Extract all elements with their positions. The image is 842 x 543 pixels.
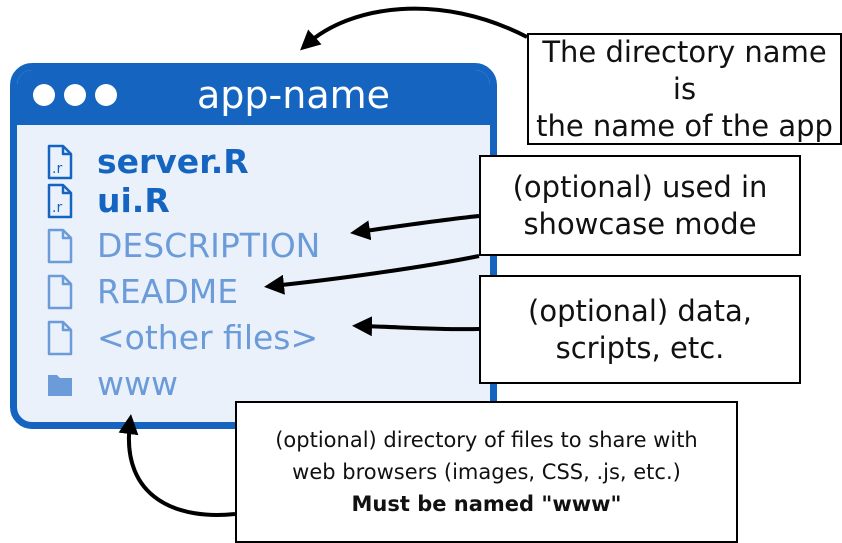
arrow-to-readme (264, 254, 480, 295)
arrow-to-other-files (352, 316, 480, 337)
file-row-description: DESCRIPTION (47, 224, 320, 268)
r-file-icon: .r (47, 144, 73, 180)
callout-line: The directory name is (542, 34, 827, 106)
app-directory-window: app-name .r server.R .r ui.R DESCRIPTION (10, 63, 497, 429)
callout-line: scripts, etc. (555, 330, 725, 365)
file-label: server.R (97, 142, 249, 181)
callout-www: (optional) directory of files to share w… (235, 401, 738, 543)
callout-line: (optional) directory of files to share w… (275, 428, 698, 452)
callout-line: Must be named "www" (351, 492, 622, 516)
arrow-to-description (350, 214, 480, 241)
folder-icon (48, 375, 72, 396)
file-label: DESCRIPTION (97, 226, 321, 265)
file-row-readme: README (47, 270, 238, 314)
callout-directory-name: The directory name is the name of the ap… (527, 33, 842, 145)
arrow-to-title (300, 6, 528, 51)
arrow-to-www (118, 414, 236, 517)
file-icon (47, 228, 73, 264)
file-label: README (97, 272, 239, 311)
file-row-ui-r: .r ui.R (47, 179, 170, 223)
callout-data-scripts: (optional) data, scripts, etc. (479, 275, 801, 384)
svg-text:.r: .r (52, 200, 62, 216)
callout-line: the name of the app (536, 108, 833, 143)
r-file-icon: .r (47, 183, 73, 219)
file-row-www: www (47, 362, 178, 406)
callout-line: (optional) data, (528, 293, 752, 328)
svg-text:.r: .r (52, 161, 62, 177)
window-dot-icon (33, 84, 55, 106)
file-label: <other files> (97, 318, 319, 357)
file-row-other-files: <other files> (47, 316, 318, 360)
callout-line: showcase mode (523, 206, 757, 241)
window-dot-icon (95, 84, 117, 106)
callout-line: (optional) used in (512, 169, 768, 204)
callout-line: web browsers (images, CSS, .js, etc.) (292, 460, 681, 484)
file-label: www (97, 364, 178, 403)
file-row-server-r: .r server.R (47, 140, 249, 184)
callout-showcase: (optional) used in showcase mode (479, 155, 801, 256)
file-icon (47, 320, 73, 356)
file-label: ui.R (97, 181, 170, 220)
window-titlebar: app-name (17, 70, 490, 125)
file-icon (47, 274, 73, 310)
window-dot-icon (64, 84, 86, 106)
app-name-title: app-name (197, 73, 391, 117)
